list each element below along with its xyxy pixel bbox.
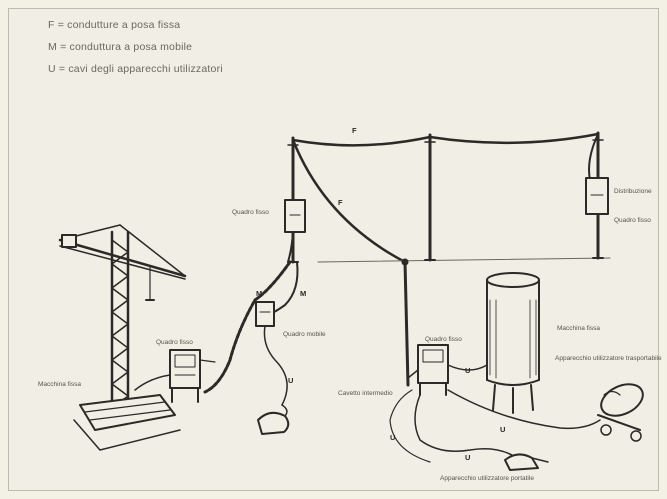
tag-mobile-1: M: [256, 289, 262, 298]
label-fixed-panel-center: Quadro fisso: [425, 336, 462, 343]
mobile-cable-1: [205, 262, 290, 392]
tag-user-1: U: [288, 376, 293, 385]
tag-user-4: U: [465, 453, 470, 462]
label-user-appliance: Apparecchio utilizzatore trasportabile: [555, 355, 662, 362]
concrete-mixer: [448, 378, 648, 441]
label-distribution-right: Distribuzione: [614, 188, 652, 195]
tag-user-3: U: [390, 433, 395, 442]
portable-tool-left: [258, 405, 288, 434]
fixed-panel-center: [408, 345, 448, 395]
label-portable-appliance: Apparecchio utilizzatore portatile: [440, 475, 534, 482]
overhead-cable-diagonal: [293, 140, 405, 262]
fixed-panel-crane: [135, 350, 215, 402]
label-fixed-machine-silo: Macchina fissa: [557, 325, 600, 332]
overhead-cable-span-2: [430, 134, 598, 143]
label-fixed-panel-top: Quadro fisso: [232, 209, 269, 216]
label-mobile-panel: Quadro mobile: [283, 331, 326, 338]
tag-mobile-2: M: [300, 289, 306, 298]
label-fixed-panel-crane: Quadro fisso: [156, 339, 193, 346]
tag-diagonal: F: [338, 198, 343, 207]
portable-tool-bottom: [505, 454, 548, 470]
silo-machine: [448, 273, 539, 413]
tag-top-span: F: [352, 126, 357, 135]
label-fixed-machine-crane: Macchina fissa: [38, 381, 81, 388]
ground-line: [318, 258, 610, 262]
label-fixed-panel-right: Quadro fisso: [614, 217, 651, 224]
tag-user-5: U: [500, 425, 505, 434]
center-pole: [402, 259, 408, 385]
fixed-panel-box-right: [586, 178, 608, 214]
tag-user-2: U: [465, 366, 470, 375]
fixed-panel-box-top: [285, 200, 305, 232]
label-cable-connection: Cavetto intermedio: [338, 390, 393, 397]
utility-pole-middle: [425, 135, 435, 260]
tower-crane: [60, 225, 185, 450]
overhead-cable-span-1: [293, 137, 430, 145]
